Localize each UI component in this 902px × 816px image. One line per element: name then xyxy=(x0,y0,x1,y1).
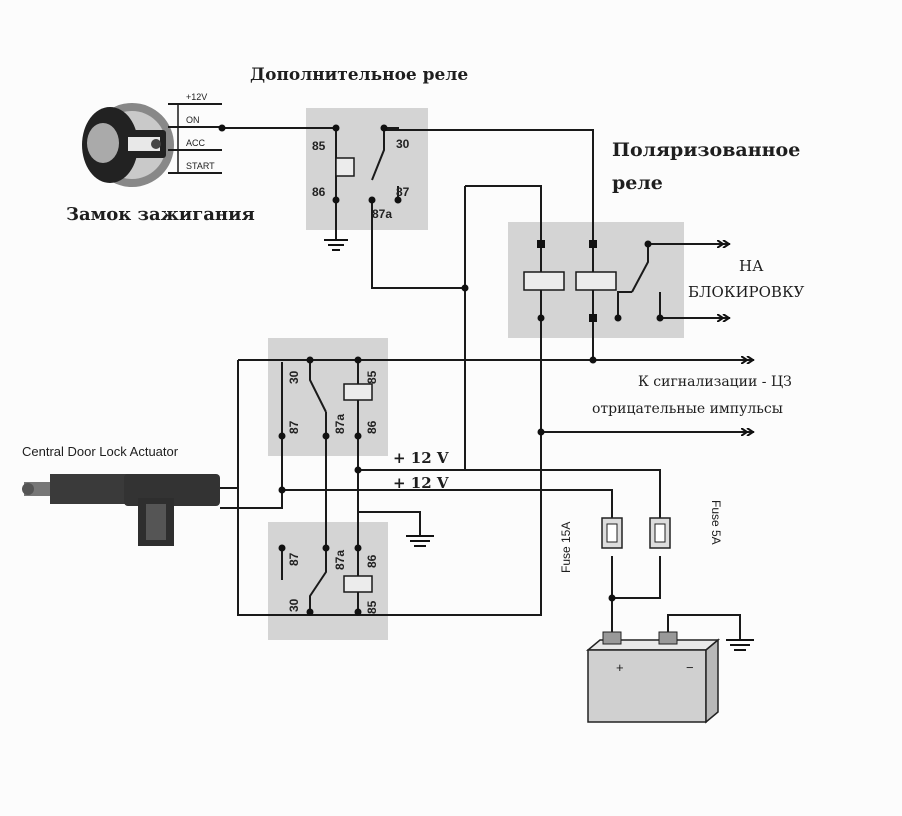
upper-pin-87a: 87a xyxy=(333,414,347,434)
ground-icon-extra xyxy=(324,239,348,251)
fuse-15a-icon xyxy=(601,517,623,549)
terminal-on: ON xyxy=(186,115,200,125)
ignition-terminals: +12V ON ACC START xyxy=(168,92,222,174)
lower-relay-pins: 87 87a 86 30 85 xyxy=(287,550,379,614)
plus12-label-b: + 12 V xyxy=(393,474,449,492)
ignition-lock-icon xyxy=(82,103,174,187)
lower-pin-85: 85 xyxy=(365,600,379,614)
ignition-lock-label: Замок зажигания xyxy=(66,204,255,225)
battery-minus: − xyxy=(686,660,694,675)
extra-pin-87a: 87a xyxy=(372,207,392,221)
terminal-start: START xyxy=(186,161,215,171)
battery-plus: + xyxy=(616,660,624,675)
fuse-15a-label: Fuse 15A xyxy=(559,522,573,573)
fuse-5a-icon xyxy=(649,517,671,549)
polarized-relay-title-2: реле xyxy=(612,172,663,194)
extra-pin-85: 85 xyxy=(312,139,326,153)
polarized-relay-title-1: Поляризованное xyxy=(612,139,800,161)
extra-relay-title: Дополнительное реле xyxy=(250,65,468,85)
to-lock-label-2: БЛОКИРОВКУ xyxy=(688,283,805,301)
fuse-5a-label: Fuse 5A xyxy=(709,500,723,545)
door-lock-actuator-icon xyxy=(22,474,220,546)
lower-pin-87a: 87a xyxy=(333,550,347,570)
polar-relay-coil-2 xyxy=(575,271,617,291)
lower-pin-30: 30 xyxy=(287,598,301,612)
upper-relay-pins: 30 85 87 87a 86 xyxy=(287,370,379,434)
upper-pin-87: 87 xyxy=(287,420,301,434)
to-lock-label-1: НА xyxy=(739,257,764,275)
actuator-label: Central Door Lock Actuator xyxy=(22,444,179,459)
terminal-12v: +12V xyxy=(186,92,207,102)
extra-relay-pins: 85 86 30 87 87a xyxy=(312,137,410,221)
polar-relay-coil-1 xyxy=(523,271,565,291)
junction-dots xyxy=(218,124,664,616)
extra-pin-30: 30 xyxy=(396,137,410,151)
lower-relay-coil xyxy=(343,575,373,593)
extra-pin-87: 87 xyxy=(396,185,410,199)
lower-pin-87: 87 xyxy=(287,552,301,566)
alarm-label-2: отрицательные импульсы xyxy=(592,401,783,417)
extra-relay-coil xyxy=(335,157,355,177)
lower-pin-86: 86 xyxy=(365,554,379,568)
upper-pin-30: 30 xyxy=(287,370,301,384)
upper-relay-coil xyxy=(343,383,373,401)
plus12-label-a: + 12 V xyxy=(393,449,449,467)
upper-pin-86: 86 xyxy=(365,420,379,434)
alarm-label-1: К сигнализации - ЦЗ xyxy=(638,374,792,390)
battery-icon: + − xyxy=(585,631,721,724)
ground-icon-middle xyxy=(406,535,434,547)
extra-pin-86: 86 xyxy=(312,185,326,199)
upper-pin-85: 85 xyxy=(365,370,379,384)
extra-relay-box xyxy=(306,108,428,230)
terminal-acc: ACC xyxy=(186,138,206,148)
ground-icon-battery xyxy=(726,639,754,651)
